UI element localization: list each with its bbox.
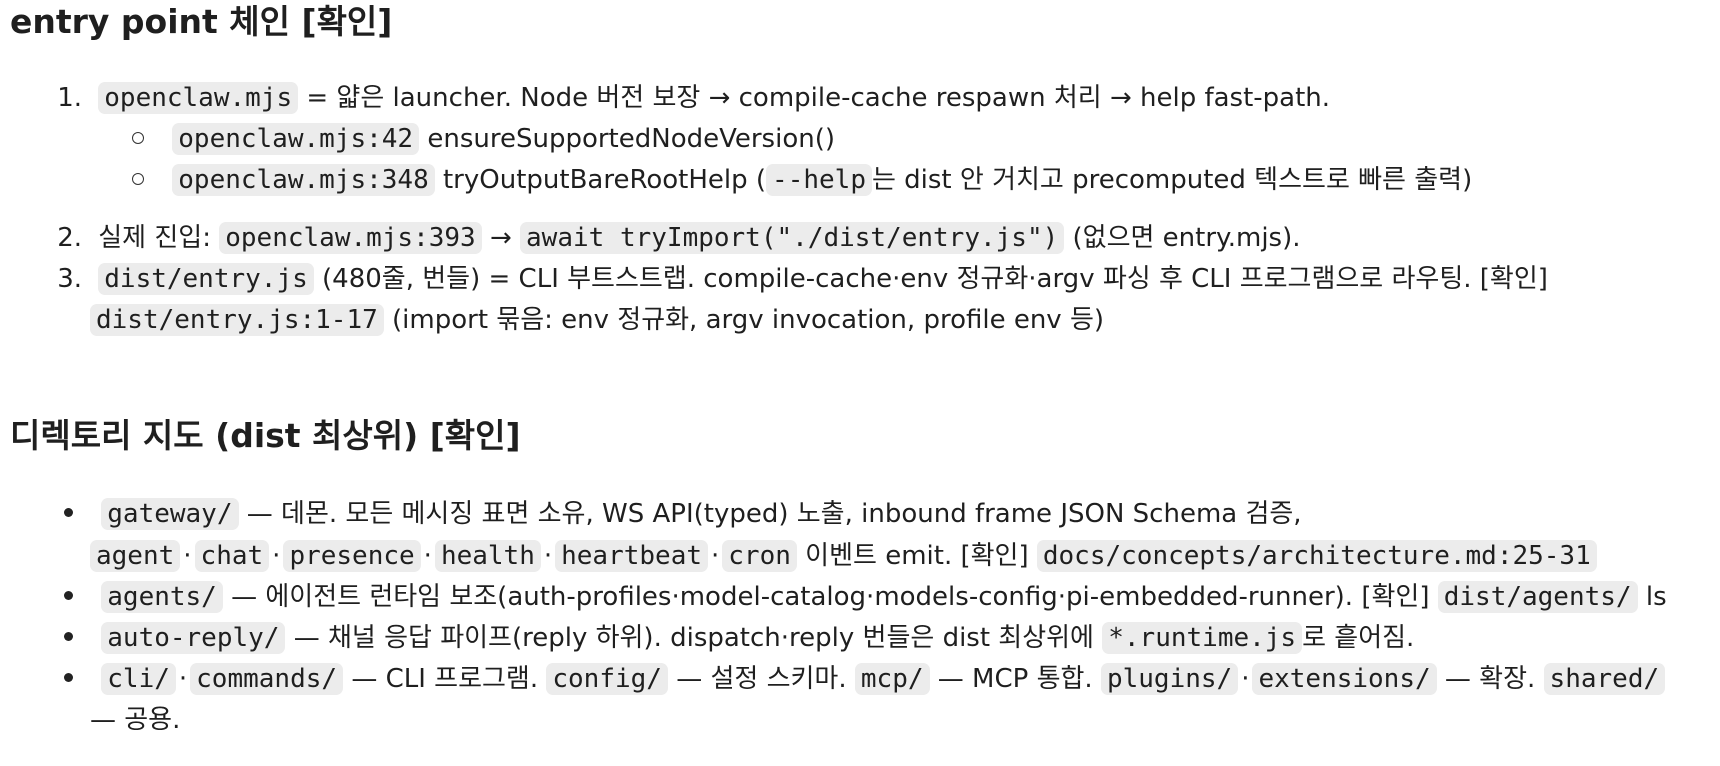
code-openclaw-mjs: openclaw.mjs [98,82,299,114]
bullet-icon [64,632,73,641]
code-plugins: plugins/ [1100,663,1239,695]
code-event-cron: cron [722,540,797,572]
hollow-bullet-icon [132,172,144,185]
section-heading-directory-map: 디렉토리 지도 (dist 최상위) [확인] [10,416,521,455]
code-gateway: gateway/ [101,498,239,530]
bullet-text: ls [1645,582,1667,612]
bullet-text: — 채널 응답 파이프(reply 하위). dispatch·reply 번들… [293,623,1094,653]
bullet-icon [64,508,73,517]
code-commands: commands/ [190,663,344,695]
code-shared: shared/ [1543,663,1666,695]
bullet-item-gateway-continued: agent·chat·presence·health·heartbeat·cro… [90,534,1597,578]
bullet-item-cli: cli/·commands/ — CLI 프로그램. config/ — 설정 … [64,657,1666,701]
separator-dot: · [543,541,553,571]
code-event-presence: presence [283,540,421,572]
code-mcp: mcp/ [854,663,930,695]
bullet-text: — 에이전트 런타임 보조(auth-profiles·model-catalo… [231,582,1430,612]
code-event-heartbeat: heartbeat [555,540,709,572]
list-number: 1. [57,83,82,113]
code-dist-agents: dist/agents/ [1437,581,1638,613]
sub-list-item-text: ensureSupportedNodeVersion() [427,124,835,154]
separator-dot: · [183,541,192,571]
list-item-1: 1. openclaw.mjs = 얇은 launcher. Node 버전 보… [48,76,1330,120]
code-auto-reply: auto-reply/ [101,622,286,654]
bullet-text: 이벤트 emit. [확인] [805,541,1029,571]
list-item-text: = 얇은 launcher. Node 버전 보장 → compile-cach… [306,83,1331,113]
code-openclaw-mjs-42: openclaw.mjs:42 [172,123,420,155]
list-item-3: 3. dist/entry.js (480줄, 번들) = CLI 부트스트랩.… [48,257,1548,301]
list-number: 2. [57,223,82,253]
sub-list-item-text: tryOutputBareRootHelp ( [442,165,767,195]
code-help-flag: --help [766,164,872,196]
separator-dot: · [1241,664,1250,694]
bullet-text: 로 흩어짐. [1302,623,1415,653]
separator-dot: · [178,664,188,694]
code-dist-entry-js-1-17: dist/entry.js:1-17 [90,304,384,336]
code-openclaw-mjs-393: openclaw.mjs:393 [219,222,482,254]
separator-dot: · [272,541,281,571]
bullet-text: — 공용. [90,705,181,735]
code-event-health: health [434,540,541,572]
bullet-text: — 확장. [1444,664,1536,694]
bullet-text: — CLI 프로그램. [351,664,539,694]
code-architecture-doc-ref: docs/concepts/architecture.md:25-31 [1036,540,1597,572]
bullet-icon [64,591,73,600]
bullet-item-cli-continued: — 공용. [90,698,180,742]
code-agents: agents/ [101,581,223,613]
list-number: 3. [57,264,82,294]
sub-list-item-text: 는 dist 안 거치고 precomputed 텍스트로 빠른 출력) [871,165,1473,195]
code-cli: cli/ [101,663,176,695]
sub-list-item-2: openclaw.mjs:348 tryOutputBareRootHelp (… [132,158,1472,202]
bullet-icon [64,673,73,682]
hollow-bullet-icon [132,131,144,144]
code-dist-entry-js: dist/entry.js [98,263,314,295]
bullet-item-auto-reply: auto-reply/ — 채널 응답 파이프(reply 하위). dispa… [64,616,1414,660]
sub-list-item-1: openclaw.mjs:42 ensureSupportedNodeVersi… [132,117,835,161]
bullet-item-agents: agents/ — 에이전트 런타임 보조(auth-profiles·mode… [64,575,1667,619]
code-runtime-js: *.runtime.js [1102,622,1303,654]
code-openclaw-mjs-348: openclaw.mjs:348 [172,164,435,196]
bullet-text: — 설정 스키마. [676,664,847,694]
section-heading-entry-point: entry point 체인 [확인] [10,2,393,41]
list-item-text: (import 묶음: env 정규화, argv invocation, pr… [392,305,1105,335]
separator-dot: · [423,541,432,571]
code-event-agent: agent [90,540,181,572]
separator-dot: · [711,541,720,571]
arrow-text: → [489,223,512,253]
list-item-text: (480줄, 번들) = CLI 부트스트랩. compile-cache·en… [322,264,1548,294]
bullet-text: — 데몬. 모든 메시징 표면 소유, WS API(typed) 노출, in… [246,499,1302,529]
code-await-tryimport: await tryImport("./dist/entry.js") [520,222,1065,254]
list-item-2: 2. 실제 진입: openclaw.mjs:393 → await tryIm… [48,216,1301,260]
list-item-text: (없으면 entry.mjs). [1072,223,1301,253]
bullet-item-gateway: gateway/ — 데몬. 모든 메시징 표면 소유, WS API(type… [64,492,1302,536]
code-extensions: extensions/ [1252,663,1437,695]
bullet-text: — MCP 통합. [937,664,1093,694]
code-event-chat: chat [194,540,270,572]
list-item-text: 실제 진입: [98,223,211,253]
code-config: config/ [546,663,668,695]
list-item-3-continued: dist/entry.js:1-17 (import 묶음: env 정규화, … [90,298,1104,342]
